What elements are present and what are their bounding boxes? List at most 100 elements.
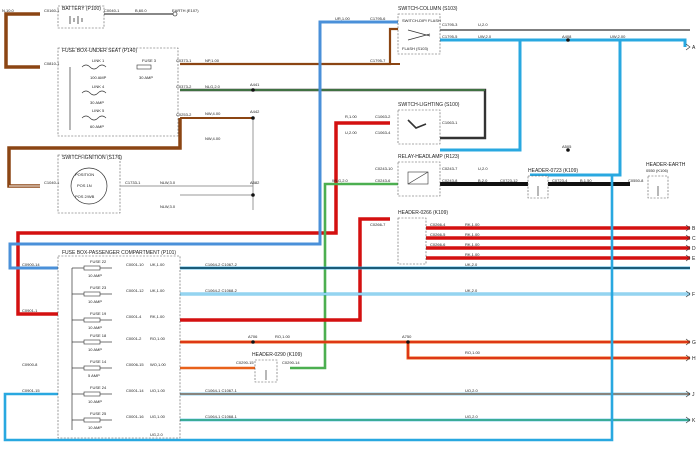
switch-column-pin-b: C1795-3 [442,22,458,27]
edge-label: A [692,45,696,51]
header-0290-pin-b: C0290-14 [282,360,300,365]
edge-arrow-icon [685,254,691,262]
wire-green [290,182,400,370]
edge-arrow-icon [685,224,691,232]
relay-wire-in: WLG,2.0 [332,178,349,183]
ignition-pos2: POS 1N [77,183,92,188]
fuse-pin: C0006-15 [126,362,144,367]
fusebox-seat-pin1: C0373-1 [176,58,192,63]
fuse-symbol [83,365,101,371]
fuse-wire: UG,1.00 [150,414,166,419]
fuse-amp: 10 AMP [88,325,102,330]
fusebox-seat-title: FUSE BOX-UNDER SEAT (P140) [62,48,137,54]
fuse-wire: UK,1.00 [150,262,165,267]
header-0266-wire-a: RK,1.00 [465,222,480,227]
fuse-symbol [83,391,101,397]
relay-pin-d: C0243-8 [442,178,458,183]
link5-amp: 60 AMP [90,124,104,129]
fuse-wire: WO,1.00 [150,362,167,367]
wire-fuse-to-column [180,27,400,66]
switch-lighting-wire-b: U,2.00 [345,130,358,135]
battery-title: BATTERY (P100) [62,6,101,12]
lighting-switch-contact [407,119,427,129]
fuse-connector: C1064-1 C1067-1 [205,388,238,393]
fusebox-pass-in3: C0900-8 [22,362,38,367]
relay-pin-c: C0243-7 [442,166,458,171]
link1-amp: 100 AMP [90,75,107,80]
fuse-pin: C0001-14 [126,388,144,393]
splice-a442-dot [251,116,255,120]
fuse-connector: C1064-2 C1067-2 [205,262,238,267]
fusebox-seat-wire1: NP,1.00 [205,58,220,63]
fusebox-pass-in4: C0901-15 [22,388,40,393]
ignition-pos3: POS 2/WB [75,194,95,199]
right-wire-4: UO,2.0 [465,388,478,393]
battery-box [57,5,105,29]
fuse-amp: 10 AMP [88,399,102,404]
fuse-symbol [83,291,101,297]
fuse-name: FUSE 24 [90,385,107,390]
header-0266-wire-b: RK,1.00 [465,232,480,237]
battery-left-pin: C0160-1 [44,8,60,13]
switch-lighting-pin-b: C1063-4 [375,130,391,135]
header-earth-title: HEADER-EARTH [646,162,686,168]
ignition-dial [70,167,108,205]
switch-column-pin-a: C1795-6 [370,16,386,21]
link5-symbol [81,115,107,121]
edge-label: K [692,418,696,424]
header-0266-box [397,217,427,265]
fuse-amp: 10 AMP [88,347,102,352]
header-earth-sub: 0550 (K106) [646,168,669,173]
splice-a408: A408 [562,34,572,39]
fuse-wire: UK,1.00 [150,288,165,293]
header-0266-title: HEADER-0266 (K109) [398,210,448,216]
ignition-wire2: NLW,3.0 [160,204,176,209]
link4-symbol [81,90,107,96]
splice-a442: A442 [250,109,260,114]
fuse-amp: 5 AMP [88,373,100,378]
fuse-name: FUSE 22 [90,259,107,264]
fusebox-seat-wire4: NW,4.00 [205,136,221,141]
fusebox-seat-wire3: NW,4.00 [205,111,221,116]
fuse-name: FUSE 23 [90,285,107,290]
edge-label: F [692,292,695,298]
battery-right-pin: C0040-1 [104,8,120,13]
fuse-connector: C1064-1 C1068-1 [205,414,238,419]
fuse-symbol [83,317,101,323]
edge-arrow-icon [685,43,691,51]
splice-a706: A706 [248,334,258,339]
splice-a750-dot [406,340,410,344]
ignition-out-pin: C1733-1 [125,180,141,185]
fuse3-amp: 30 AMP [139,75,153,80]
header-0723-wire: B,1.50 [580,178,592,183]
switch-lighting-pin-a: C1063-2 [375,114,391,119]
fuse-amp: 10 AMP [88,425,102,430]
wire-ignition-sense [180,118,254,196]
wire-red-main [16,121,390,316]
battery-left-wire: N,10.0 [2,8,15,13]
switch-column-pin-d: C1795-5 [442,34,458,39]
fuse-symbol [83,339,101,345]
fuse-name: FUSE 14 [90,359,107,364]
splice-a750: A750 [402,334,412,339]
wire-light-blue-high [440,38,622,177]
relay-coil-diagonal [407,171,429,185]
ignition-wire: NLW,3.0 [160,180,176,185]
fuse-wire: RK,1.00 [150,314,165,319]
header-0266-wire-c: RK,1.00 [465,242,480,247]
splice-a408-dot [566,38,570,42]
switch-column-wire-in: UR,1.00 [335,16,350,21]
link4-label: LINK 4 [92,84,105,89]
wire-fuse18-branch [406,342,690,360]
header-0266-pin-d: C0266-6 [430,242,446,247]
switch-lighting-pin-c: C1063-1 [442,120,458,125]
right-wire-5: UG,2.0 [465,414,478,419]
edge-label: G [692,340,696,346]
splice-a441: A441 [250,82,260,87]
right-wire-0: UK,2.0 [465,262,478,267]
fusebox-seat-pin2: C0373-2 [176,84,192,89]
relay-pin-b: C0243-6 [375,178,391,183]
header-0290-wire-a: RO,1.00 [275,334,291,339]
